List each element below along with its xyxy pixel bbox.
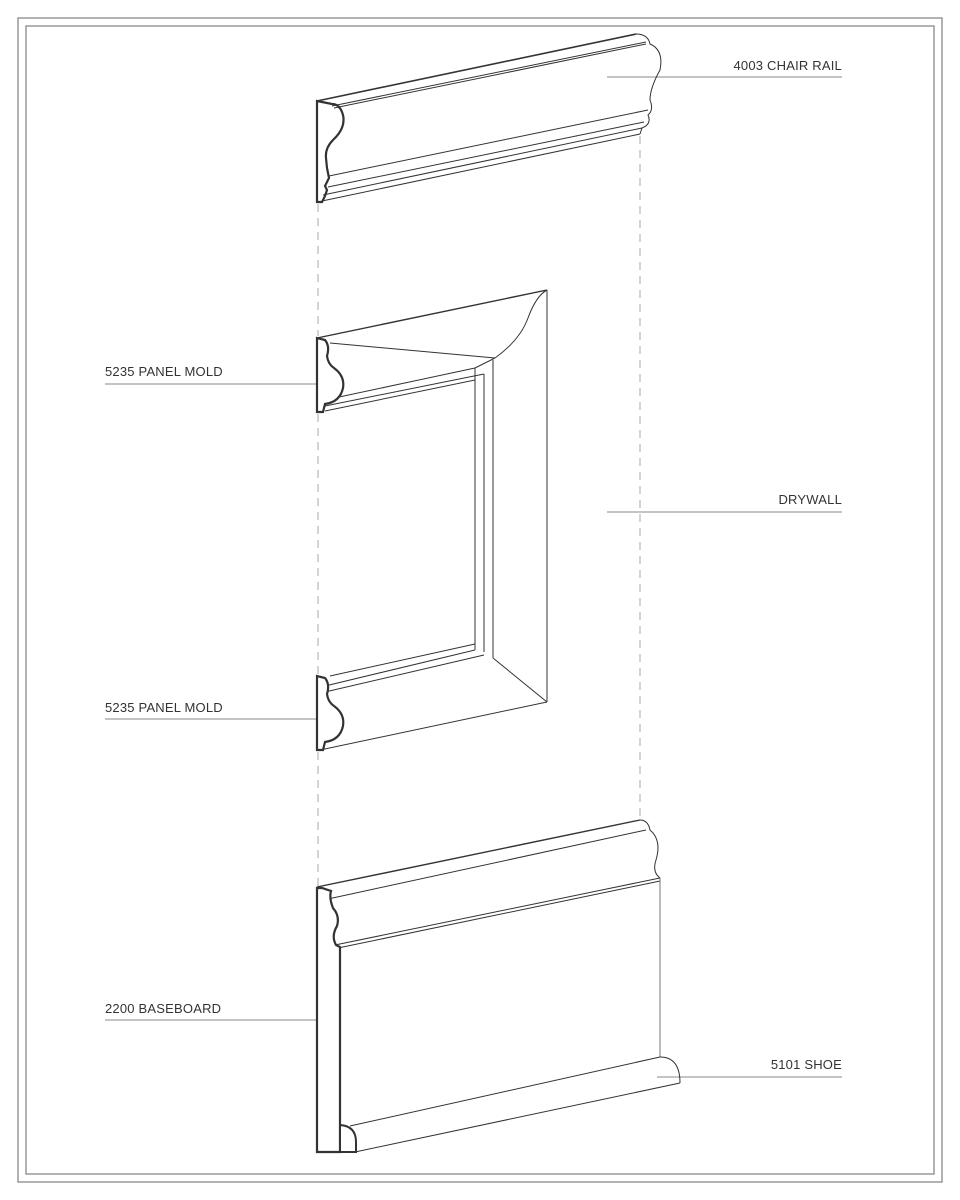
chair-rail (315, 33, 662, 204)
leader-lines (105, 76, 842, 1078)
label-drywall: DRYWALL (778, 492, 842, 507)
alignment-dashes (317, 136, 641, 886)
baseboard (315, 819, 681, 1154)
label-shoe: 5101 SHOE (770, 1057, 842, 1072)
panel-mold-frame (315, 289, 548, 752)
label-baseboard: 2200 BASEBOARD (105, 1001, 222, 1016)
label-panel-mold-top: 5235 PANEL MOLD (105, 364, 223, 379)
label-panel-mold-bottom: 5235 PANEL MOLD (105, 700, 223, 715)
frame-border (17, 17, 943, 1183)
label-chair-rail: 4003 CHAIR RAIL (733, 58, 842, 73)
